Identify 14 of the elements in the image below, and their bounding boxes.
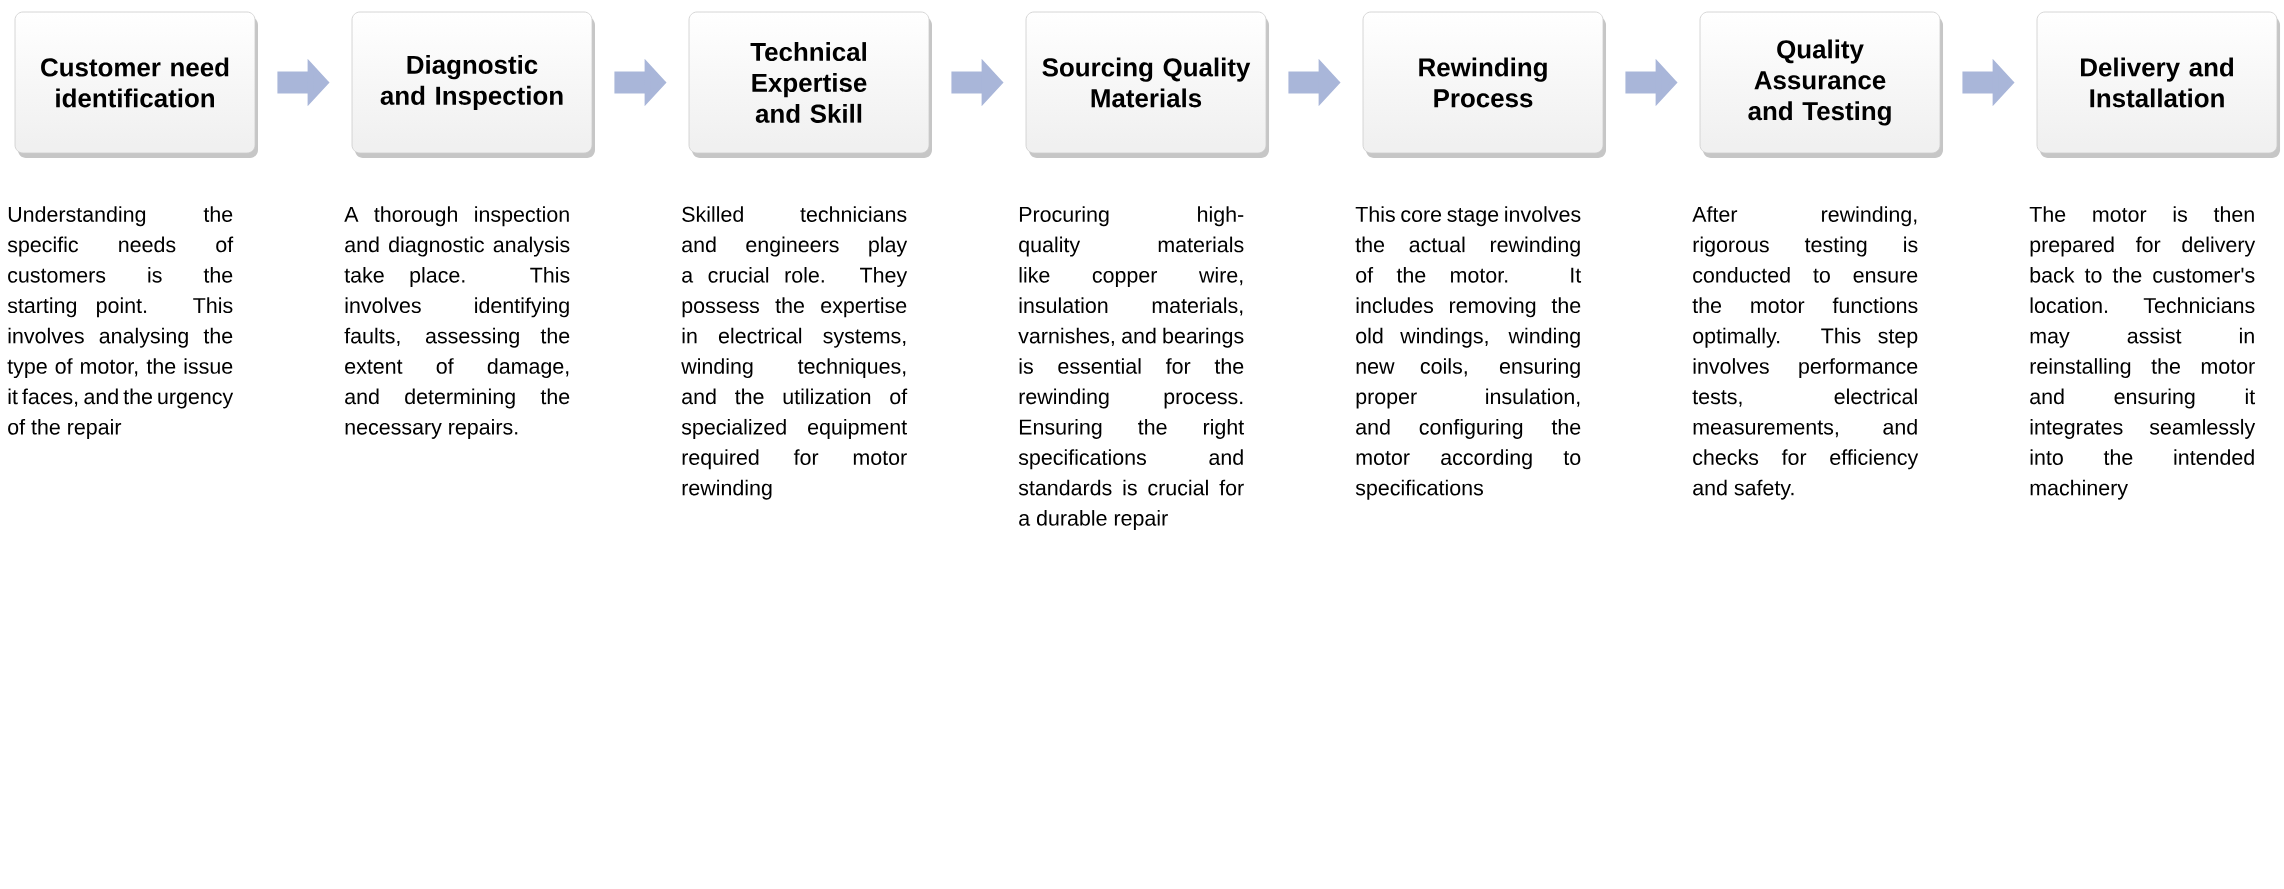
process-box: Sourcing Quality Materials xyxy=(1025,11,1269,158)
description-text: Understanding the specific needs of customers is the starting point. This involves analysing the type of motor, the issue it faces, and the urgency of the repair xyxy=(7,206,234,439)
description-text: After rewinding, rigorous testing is conducted to ensure the motor functions optimally. This step involves performance tests, electrical measurements, and checks for efficiency and safety. xyxy=(1692,206,1919,500)
process-box: Delivery and Installation xyxy=(2036,11,2281,158)
description-text: Procuring high-quality materials like copper wire, insulation materials, varnishes, and bearings is essential for the rewinding process. Ensuring the right specifications and standards is crucial for a durable repair xyxy=(1018,206,1244,531)
process-box: Technical Expertise and Skill xyxy=(688,11,932,158)
process-box: Rewinding Process xyxy=(1362,11,1606,158)
description-text: This core stage involves the actual rewinding of the motor. It includes removing the old windings, winding new coils, ensuring proper insulation, and configuring the motor according to specifications xyxy=(1355,206,1582,500)
process-box: Diagnostic and Inspection xyxy=(351,11,595,158)
description-text: The motor is then prepared for delivery back to the customer's location. Technicians may assist in reinstalling the motor and ensuring it integrates seamlessly into the intended machinery xyxy=(2029,206,2256,500)
process-box: Customer need identification xyxy=(14,11,258,158)
description-text: A thorough inspection and diagnostic analysis take place. This involves identifying faults, assessing the extent of damage, and determining the necessary repairs. xyxy=(344,206,570,439)
process-box: Quality Assurance and Testing xyxy=(1699,11,1944,158)
description-text: Skilled technicians and engineers play a crucial role. They possess the expertise in electrical systems, winding techniques, and the utilization of specialized equipment required for motor rewinding xyxy=(681,206,908,500)
